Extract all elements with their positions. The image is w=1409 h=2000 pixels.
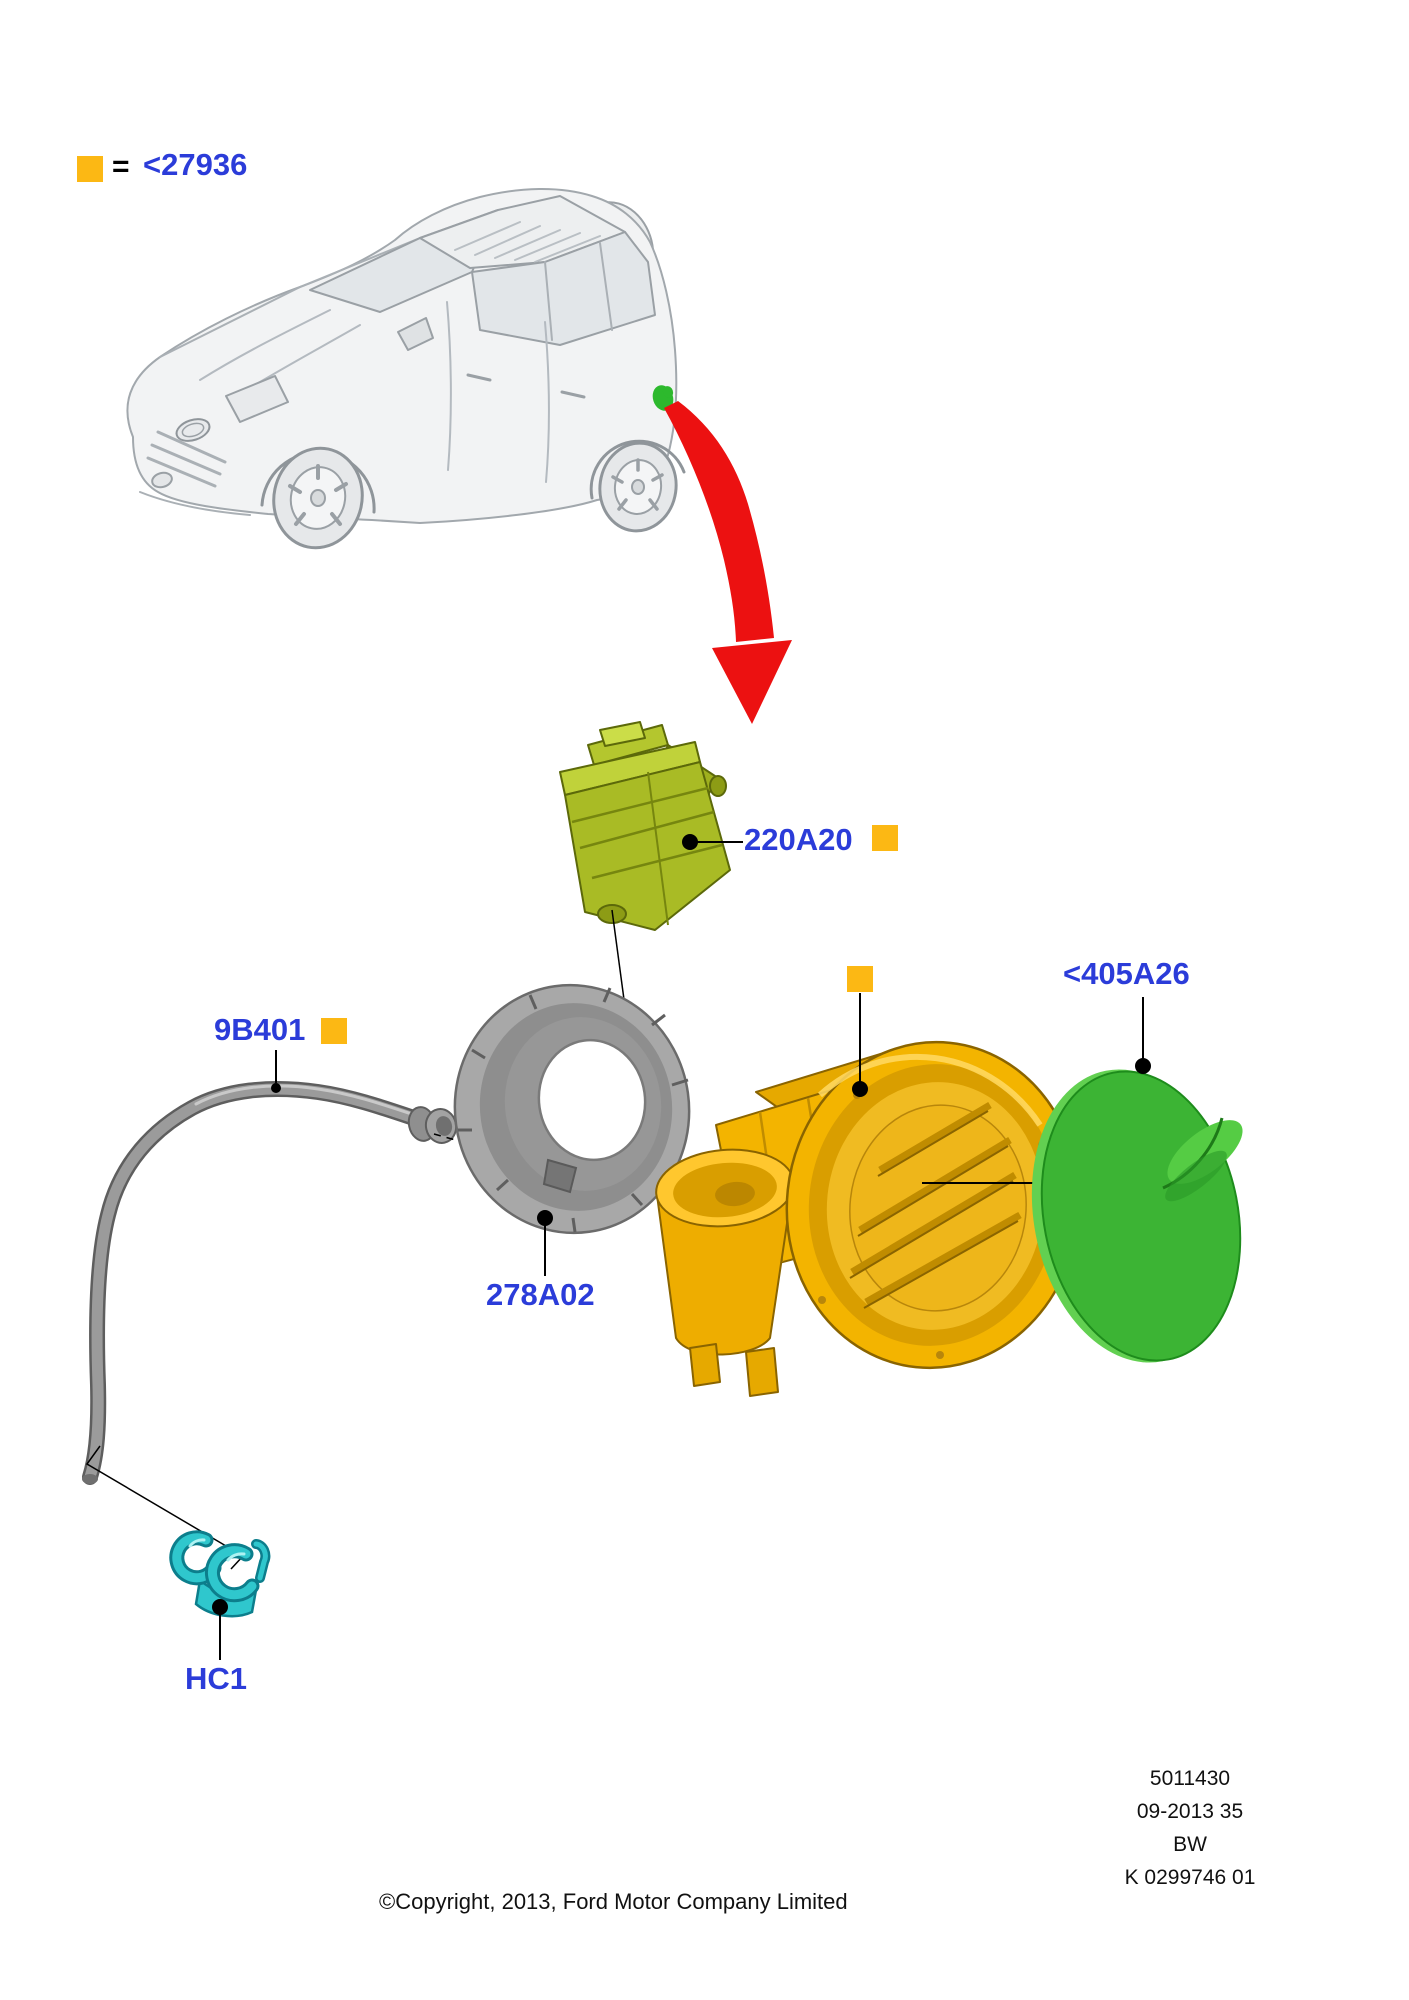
kit-marker-icon: [77, 156, 103, 182]
kit-marker-icon: [321, 1018, 347, 1044]
vehicle-illustration: [126, 187, 686, 550]
rear-wheel: [598, 441, 678, 533]
plate-ref: K 0299746 01: [1124, 1866, 1256, 1889]
plate-info-block: 5011430 09-2013 35 BW K 0299746 01: [1080, 1762, 1300, 1894]
canister-body: [564, 761, 731, 931]
part-label-278a02[interactable]: 278A02: [486, 1277, 595, 1312]
legend-part-code[interactable]: <27936: [143, 147, 248, 182]
part-label-hc1[interactable]: HC1: [185, 1661, 248, 1696]
part-label-405a26[interactable]: <405A26: [1063, 956, 1190, 991]
grommet-ring-part: [453, 983, 691, 1235]
part-label-220a20[interactable]: 220A20: [744, 822, 853, 857]
side-mirror: [397, 317, 434, 351]
callout-dot-220a20: [682, 834, 698, 850]
headlight: [225, 375, 289, 423]
callout-dots: [212, 834, 1151, 1615]
callout-dot-278a02: [537, 1210, 553, 1226]
filler-pocket-part: [655, 1040, 1081, 1397]
fog-light: [151, 471, 173, 489]
doc-number: 5011430: [1149, 1767, 1231, 1790]
callout-dot-pocket: [852, 1081, 868, 1097]
callout-dot-9b401: [271, 1083, 281, 1093]
callout-leaders: [219, 841, 1144, 1660]
date-code: 09-2013 35: [1136, 1800, 1244, 1823]
location-arrow: [664, 401, 792, 724]
filler-tube-part: [82, 1081, 458, 1485]
callout-dot-405a26: [1135, 1058, 1151, 1074]
kit-marker-icon: [872, 825, 898, 851]
callout-dot-hc1: [212, 1599, 228, 1615]
kit-marker-icon: [847, 966, 873, 992]
canister-part: [559, 721, 731, 931]
leader-line-tube-to-clip: [85, 1445, 245, 1570]
legend-equals: =: [112, 150, 130, 183]
clip-part: [169, 1530, 271, 1618]
front-wheel: [272, 446, 364, 550]
part-label-9b401[interactable]: 9B401: [214, 1012, 306, 1047]
copyright-notice: ©Copyright, 2013, Ford Motor Company Lim…: [379, 1889, 848, 1914]
fuel-door-pad-part: [1031, 1069, 1243, 1363]
leader-line-tube-dashed: [433, 1133, 460, 1142]
variant-code: BW: [1173, 1833, 1207, 1856]
